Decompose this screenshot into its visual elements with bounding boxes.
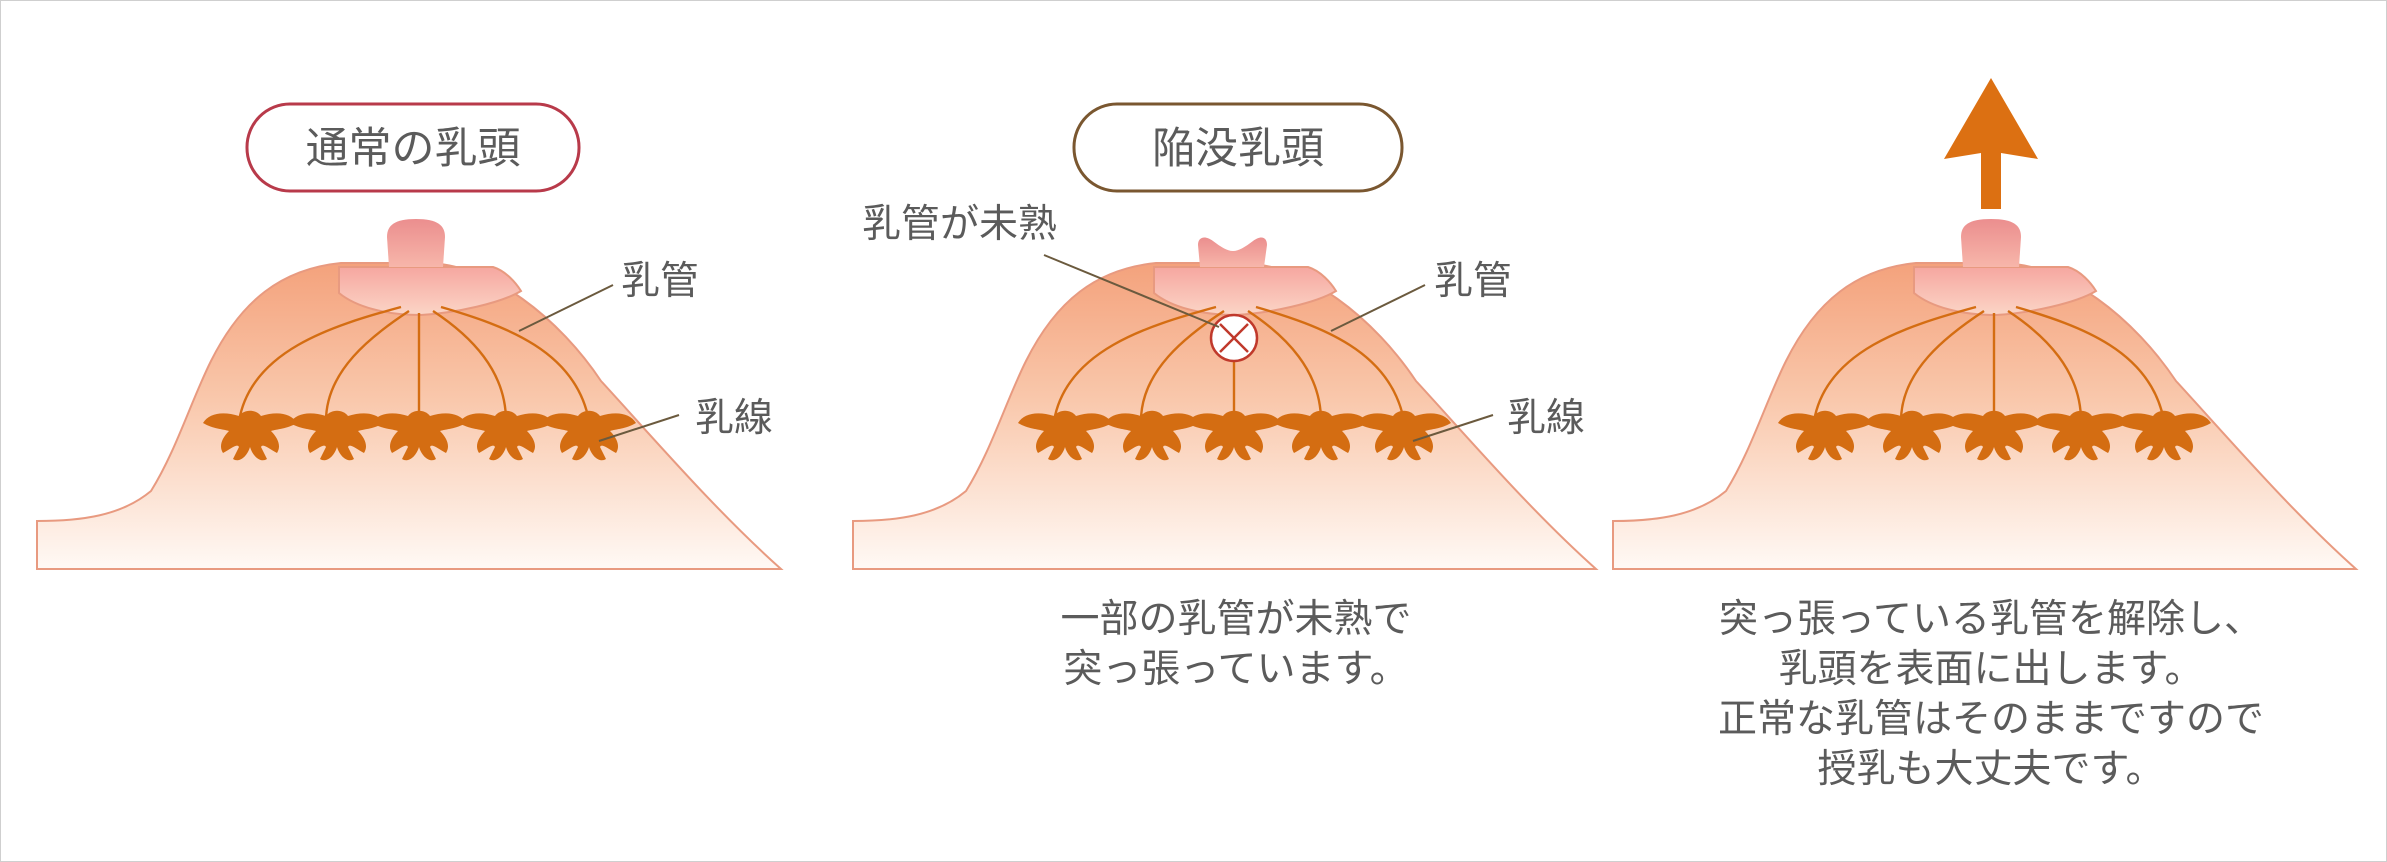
label-gland-normal: 乳線: [695, 396, 773, 441]
caption-line: 授乳も大丈夫です。: [1817, 747, 2165, 792]
areola: [338, 266, 523, 317]
gland-lobules: [203, 410, 636, 461]
duct-lines: [237, 305, 591, 422]
caption-line: 一部の乳管が未熟で: [1060, 597, 1412, 642]
caption-line: 突っ張っている乳管を解除し、: [1718, 597, 2264, 642]
panel-inverted-nipple: 陥没乳頭 乳管が未熟 乳管 乳線: [852, 102, 1599, 570]
nipple: [1961, 219, 2021, 267]
title-badge-inverted: [1072, 102, 1404, 193]
label-immature-duct: 乳管が未熟: [862, 202, 1057, 247]
label-duct-normal: 乳管: [621, 259, 699, 304]
caption-corrected: 突っ張っている乳管を解除し、 乳頭を表面に出します。 正常な乳管はそのままですの…: [1681, 595, 2301, 795]
caption-line: 乳頭を表面に出します。: [1778, 647, 2204, 692]
inverted-nipple: [1198, 237, 1267, 267]
caption-line: 突っ張っています。: [1063, 647, 1409, 692]
title-normal: 通常の乳頭: [306, 124, 521, 174]
pull-up-arrow: [1944, 78, 2038, 209]
areola: [1153, 266, 1338, 317]
duct-lines: [1812, 305, 2166, 422]
gland-lobules: [1018, 410, 1451, 461]
label-leaders: [518, 284, 680, 442]
caption-inverted: 一部の乳管が未熟で 突っ張っています。: [1021, 595, 1451, 695]
caption-line: 正常な乳管はそのままですので: [1717, 697, 2264, 742]
panel-normal-nipple: 通常の乳頭 乳管 乳線: [36, 102, 784, 570]
label-gland-inverted: 乳線: [1507, 396, 1585, 441]
title-badge-normal: [245, 102, 581, 193]
gland-lobules: [1778, 410, 2211, 461]
panel-corrected-nipple: [1612, 78, 2359, 570]
title-inverted: 陥没乳頭: [1152, 124, 1324, 174]
areola: [1913, 266, 2098, 317]
block-marker: [1209, 313, 1259, 363]
nipple: [387, 219, 445, 267]
label-leaders: [1043, 254, 1494, 442]
label-duct-inverted: 乳管: [1434, 259, 1512, 304]
